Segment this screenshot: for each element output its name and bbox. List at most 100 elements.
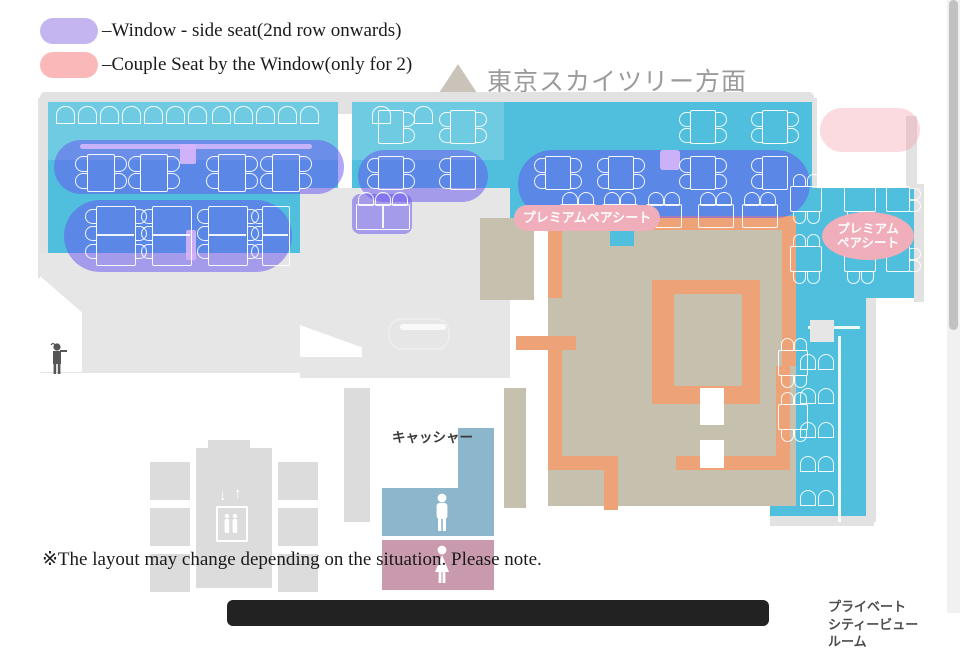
dining-chair [245,173,258,189]
sofa-seat [760,192,776,206]
dining-chair [715,112,727,127]
dining-chair [206,156,219,172]
counter-seat [800,354,816,370]
counter-seat [818,354,834,370]
counter-seat [800,456,816,472]
triangle-up-icon [437,64,479,96]
dining-chair [141,209,153,224]
dining-chair [475,128,487,143]
legend-item-window-side-seat: –Window - side seat(2nd row onwards) [40,14,560,48]
dining-chair [597,158,609,173]
shop-block-l1 [150,462,190,500]
dining-chair [794,338,807,351]
dining-chair [794,375,807,388]
dining-chair [787,112,799,127]
service-block-center [480,218,534,300]
shop-block-l2 [150,508,190,546]
dining-table [886,186,910,212]
dining-table [378,156,404,190]
counter-seat [818,422,834,438]
direction-label: 東京スカイツリー方面 [487,68,748,96]
dining-chair [128,156,141,172]
legend-swatch-couple-seat-window [40,52,98,78]
wall-shell-top-left [40,92,340,103]
kitchen-counter-bottom-right [676,456,790,470]
scrollbar-track[interactable] [947,0,960,613]
oval-feature [388,318,450,350]
sofa-seat [716,192,732,206]
kitchen-counter-mid-left [548,336,562,466]
kitchen-counter-outer-left [548,216,562,298]
bottom-action-bar[interactable] [227,600,769,626]
scrollbar-thumb[interactable] [949,0,958,330]
private-room-line1: プライベート [828,599,907,614]
dining-chair [197,244,209,259]
sofa-seat [744,192,760,206]
arc-chair [166,106,185,124]
dining-chair [861,271,874,284]
dining-chair [847,174,860,187]
dining-chair [251,209,263,224]
dining-chair [715,158,727,173]
shop-block-r2 [278,508,318,546]
dining-table-4top [262,206,290,266]
arc-chair [56,106,75,124]
dining-chair [909,260,921,272]
dining-table [790,246,822,272]
arc-chair [144,106,163,124]
dining-chair [75,173,88,189]
dining-chair [793,174,806,187]
dining-chair [534,174,546,189]
dining-chair [633,174,645,189]
dining-table-4top [152,206,192,266]
dining-chair [715,128,727,143]
arc-chair [278,106,297,124]
dining-chair [245,156,258,172]
arc-chair [300,106,319,124]
dining-chair [439,158,451,173]
highlight-window-seats-left-upper [54,140,344,194]
kitchen-counter-bottom-stub [604,456,618,510]
counter-seat [818,456,834,472]
sofa-seat [648,192,664,206]
dining-chair [909,248,921,260]
wall-right-bottom [770,516,874,526]
sofa-seat [700,192,716,206]
legend-label-window-side-seat: –Window - side seat(2nd row onwards) [102,20,402,41]
booth-table-divider [382,204,384,228]
dining-chair [751,158,763,173]
sofa-table [698,204,734,228]
legend-label-couple-seat-window: –Couple Seat by the Window(only for 2) [102,54,413,75]
dining-chair [367,174,379,189]
table-divider [262,234,288,236]
arc-chair [212,106,231,124]
table-divider [152,234,190,236]
dining-chair [85,244,97,259]
cashier-wall-left [344,388,370,522]
kitchen-counter-lower-left [516,336,576,350]
dining-chair [679,174,691,189]
dining-table [790,186,822,212]
dining-table [87,154,115,192]
table-divider [208,234,246,236]
seat-marker-left-upper [180,144,196,164]
kitchen-equipment-lower [700,440,724,468]
dining-chair [75,156,88,172]
restroom-women-icon [435,545,449,583]
restroom-men-icon [436,493,448,531]
badge-premium-right-line1: プレミアム [837,221,899,236]
dining-chair [85,226,97,241]
dining-table [844,186,876,212]
arc-chair [78,106,97,124]
dining-chair [534,158,546,173]
dining-chair [570,158,582,173]
smoking-area-icon [50,342,67,374]
shop-block-r3 [278,554,318,592]
bench-rail-left-upper [80,144,312,149]
dining-table [545,156,571,190]
dining-chair [679,128,691,143]
dining-chair [807,271,820,284]
sofa-table [742,204,778,228]
table-divider [96,234,134,236]
dining-chair [167,156,180,172]
